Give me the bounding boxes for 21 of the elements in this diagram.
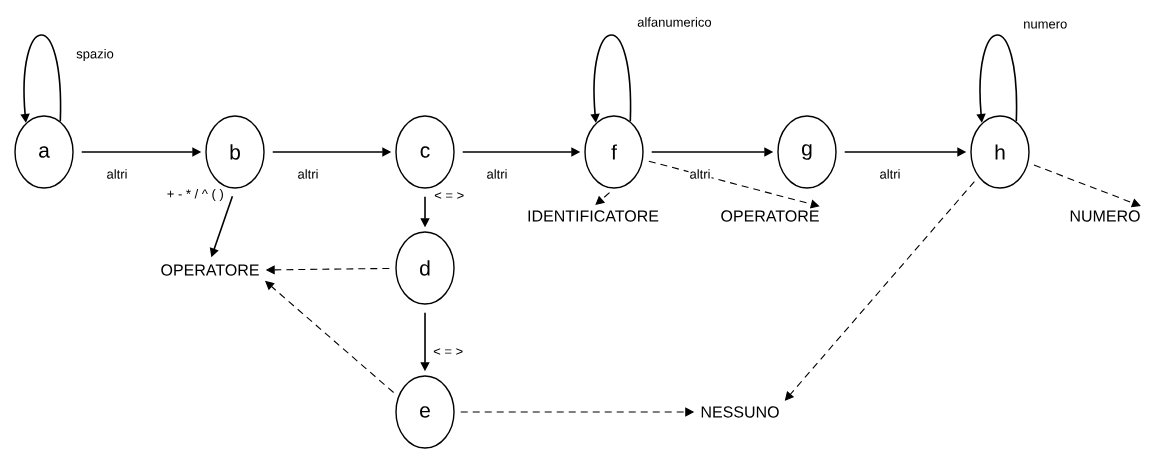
edge-label: spazio <box>75 47 115 63</box>
edge-label: altri <box>296 168 320 180</box>
edge-label: + - * / ^ ( ) <box>165 187 225 203</box>
edge-label: altri <box>485 168 509 180</box>
result-label: NESSUNO <box>701 406 779 418</box>
result-label: IDENTIFICATORE <box>528 210 659 222</box>
edge-label: < = > <box>433 191 466 201</box>
arrow <box>1033 164 1141 208</box>
loop-arrow <box>976 34 1018 123</box>
edge-label: < = > <box>432 347 465 357</box>
arrow <box>648 160 820 209</box>
edge-label: altri <box>105 168 129 180</box>
edge-label: numero <box>1022 20 1069 30</box>
loop-arrow <box>590 34 632 123</box>
edge-label: altri <box>688 168 712 180</box>
result-label: OPERATORE <box>721 210 819 222</box>
edge-label: alfanumerico <box>636 16 713 28</box>
result-label: NUMERO <box>1070 210 1140 222</box>
result-label: OPERATORE <box>161 264 259 276</box>
edge-label: altri <box>878 168 902 180</box>
loop-arrow <box>20 34 62 123</box>
